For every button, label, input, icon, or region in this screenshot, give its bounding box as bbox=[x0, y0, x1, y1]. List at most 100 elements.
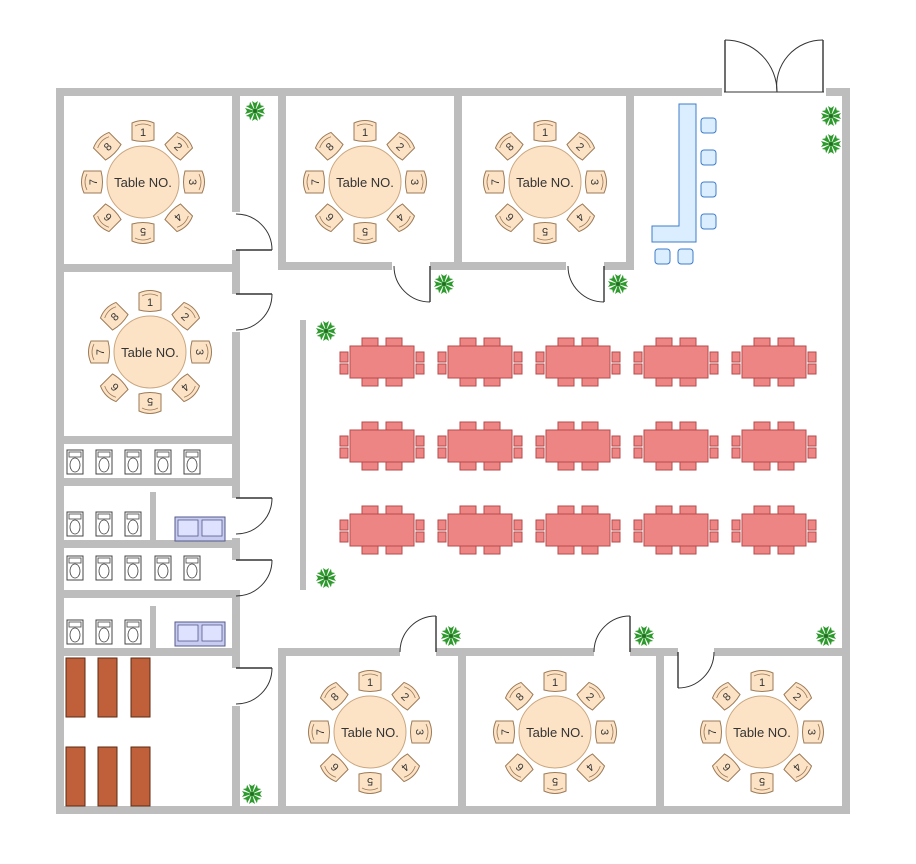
chair bbox=[164, 131, 194, 161]
banquet-table-top bbox=[643, 513, 709, 547]
banquet-chair bbox=[535, 519, 545, 531]
table-label: Table NO. bbox=[341, 725, 399, 740]
chair bbox=[595, 720, 617, 744]
outer-wall-right bbox=[842, 88, 850, 814]
banquet-chair bbox=[581, 545, 599, 555]
seat-number: 3 bbox=[598, 729, 610, 735]
banquet-chair bbox=[679, 337, 697, 347]
seat-number: 5 bbox=[552, 775, 558, 787]
banquet-chair bbox=[385, 461, 403, 471]
banquet-table bbox=[731, 337, 817, 387]
banquet-chair bbox=[679, 545, 697, 555]
banquet-chair bbox=[437, 363, 447, 375]
banquet-chair bbox=[483, 461, 501, 471]
plant-icon bbox=[816, 626, 836, 646]
table-label: Table NO. bbox=[121, 345, 179, 360]
bar bbox=[651, 103, 717, 265]
wall bbox=[604, 262, 634, 270]
banquet-table bbox=[535, 421, 621, 471]
round-table bbox=[725, 695, 799, 769]
chair bbox=[358, 670, 382, 692]
banquet-chair bbox=[415, 351, 425, 363]
chair bbox=[504, 753, 534, 783]
table-label: Table NO. bbox=[516, 175, 574, 190]
seat-number: 3 bbox=[193, 349, 205, 355]
chair bbox=[410, 720, 432, 744]
wall bbox=[278, 648, 400, 656]
chair bbox=[783, 681, 813, 711]
banquet-chair bbox=[611, 447, 621, 459]
banquet-chair bbox=[753, 377, 771, 387]
entrance-door bbox=[722, 39, 826, 96]
banquet-chair bbox=[611, 363, 621, 375]
wall bbox=[64, 590, 240, 598]
toilet bbox=[66, 555, 84, 581]
banquet-chair bbox=[513, 435, 523, 447]
banquet-chair bbox=[731, 363, 741, 375]
seat-number: 5 bbox=[362, 225, 368, 237]
banquet-chair bbox=[807, 447, 817, 459]
plant-icon bbox=[608, 274, 628, 294]
seat-number: 1 bbox=[147, 297, 153, 309]
door bbox=[593, 615, 631, 653]
banquet-table-top bbox=[545, 513, 611, 547]
plant-icon bbox=[634, 626, 654, 646]
banquet-table bbox=[633, 505, 719, 555]
seat-number: 3 bbox=[408, 179, 420, 185]
banquet-chair bbox=[535, 351, 545, 363]
banquet-chair bbox=[339, 351, 349, 363]
bar-stool bbox=[677, 248, 694, 265]
banquet-table-top bbox=[349, 513, 415, 547]
seat-number: 1 bbox=[759, 677, 765, 689]
banquet-chair bbox=[437, 447, 447, 459]
wall bbox=[232, 96, 240, 212]
door bbox=[393, 265, 431, 303]
door bbox=[235, 213, 273, 251]
banquet-chair bbox=[385, 505, 403, 515]
chair bbox=[391, 753, 421, 783]
banquet-chair bbox=[777, 421, 795, 431]
toilet bbox=[95, 555, 113, 581]
banquet-table bbox=[339, 421, 425, 471]
doors bbox=[235, 39, 826, 705]
bench bbox=[130, 657, 151, 718]
chair bbox=[386, 131, 416, 161]
chair bbox=[585, 170, 607, 194]
chair bbox=[576, 681, 606, 711]
banquet-chair bbox=[655, 505, 673, 515]
round-table bbox=[333, 695, 407, 769]
chair bbox=[358, 772, 382, 794]
banquet-table-top bbox=[545, 429, 611, 463]
banquet-chair bbox=[611, 435, 621, 447]
banquet-chair bbox=[655, 461, 673, 471]
wall bbox=[656, 648, 664, 814]
banquet-table bbox=[633, 421, 719, 471]
banquet-chair bbox=[513, 531, 523, 543]
toilet bbox=[154, 555, 172, 581]
banquet-chair bbox=[459, 377, 477, 387]
banquet-table-top bbox=[741, 345, 807, 379]
seat-number: 7 bbox=[88, 179, 100, 185]
chair bbox=[138, 392, 162, 414]
sink bbox=[174, 516, 226, 542]
seat-number: 7 bbox=[95, 349, 107, 355]
banquet-table bbox=[731, 505, 817, 555]
banquet-chair bbox=[535, 447, 545, 459]
banquet-chair bbox=[777, 337, 795, 347]
wall bbox=[64, 436, 240, 444]
banquet-chair bbox=[483, 545, 501, 555]
wall bbox=[714, 648, 850, 656]
sink bbox=[174, 621, 226, 647]
bench bbox=[65, 746, 86, 807]
banquet-chair bbox=[581, 505, 599, 515]
banquet-chair bbox=[655, 545, 673, 555]
wall bbox=[626, 96, 634, 268]
chair bbox=[493, 720, 515, 744]
plants bbox=[242, 101, 841, 804]
banquet-chair bbox=[513, 447, 523, 459]
chair bbox=[171, 301, 201, 331]
chair bbox=[750, 772, 774, 794]
bar-stool bbox=[700, 117, 717, 134]
